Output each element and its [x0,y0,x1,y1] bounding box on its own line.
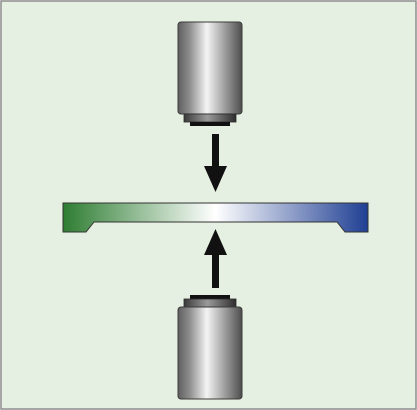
top-objective-icon [177,21,243,126]
upward-arrow-icon [204,229,227,288]
specimen-slide [62,202,369,233]
downward-arrow-icon [204,134,227,192]
bottom-objective-icon [177,295,243,400]
